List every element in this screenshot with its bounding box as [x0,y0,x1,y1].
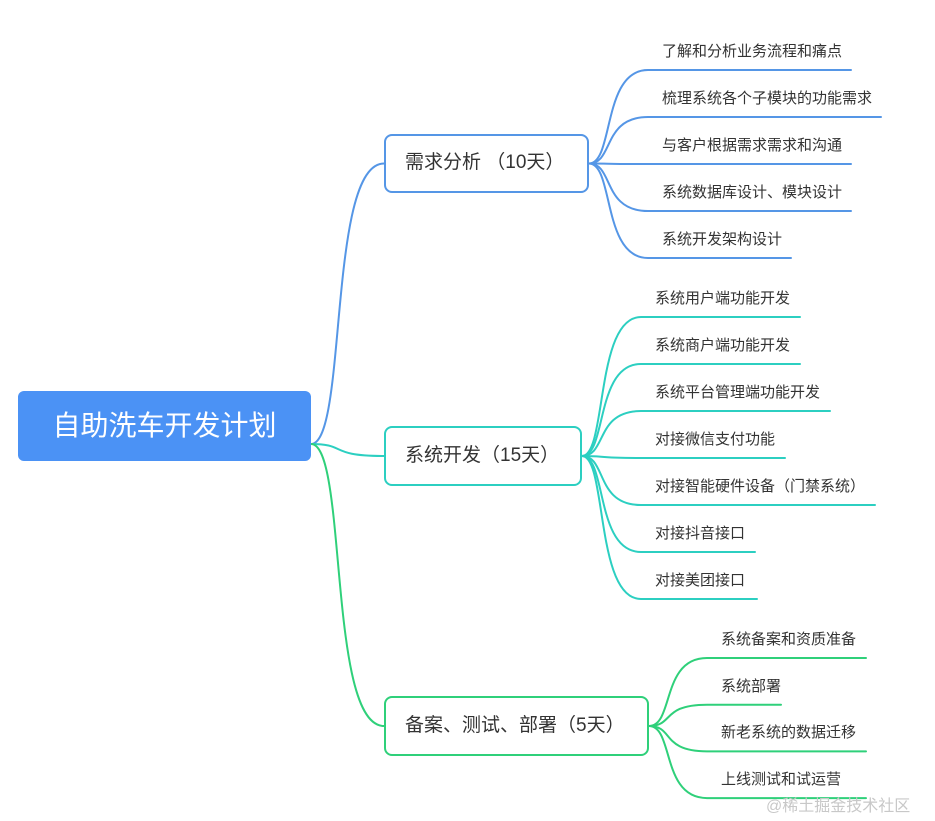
leaf-node[interactable]: 对接美团接口 [655,572,746,589]
leaf-node[interactable]: 梳理系统各个子模块的功能需求 [662,90,873,107]
branch-leaf-connector [648,703,782,727]
branch-node-development[interactable]: 系统开发（15天） [384,426,582,486]
branch-leaf-connector [588,162,852,212]
branch-leaf-connector [581,455,876,506]
branch-leaf-connector [581,316,801,457]
branch-node-requirements[interactable]: 需求分析 （10天） [384,134,589,193]
leaf-node[interactable]: 系统部署 [721,677,782,695]
branch-leaf-connector [588,162,792,259]
leaf-node[interactable]: 上线测试和试运营 [721,771,842,789]
branch-leaf-connector [648,725,867,800]
leaf-node[interactable]: 与客户根据需求需求和沟通 [662,137,843,154]
leaf-node[interactable]: 系统备案和资质准备 [721,631,857,648]
branch-leaf-connector [581,410,831,457]
leaf-node[interactable]: 系统用户端功能开发 [655,290,791,307]
branch-leaf-connector [581,363,801,457]
leaf-node[interactable]: 了解和分析业务流程和痛点 [662,43,843,60]
branch-node-deployment[interactable]: 备案、测试、部署（5天） [384,696,649,756]
leaf-node[interactable]: 对接抖音接口 [655,525,746,542]
leaf-node[interactable]: 系统平台管理端功能开发 [655,384,821,401]
branch-leaf-connector [588,162,852,165]
leaf-node[interactable]: 系统商户端功能开发 [655,337,791,354]
root-branch-connector [310,443,385,727]
watermark: @稀土掘金技术社区 [766,798,911,815]
branch-leaf-connector [648,657,867,727]
leaf-node[interactable]: 对接智能硬件设备（门禁系统） [655,478,866,495]
root-branch-connector [310,162,385,445]
branch-leaf-connector [648,725,867,753]
branch-leaf-connector [581,455,758,600]
branch-leaf-connector [588,116,882,165]
branch-leaf-connector [581,455,786,459]
leaf-node[interactable]: 系统数据库设计、模块设计 [662,184,843,201]
branch-leaf-connector [588,69,852,165]
leaf-node[interactable]: 新老系统的数据迁移 [721,724,857,742]
root-node[interactable]: 自助洗车开发计划 [18,391,311,461]
root-branch-connector [310,443,385,457]
leaf-node[interactable]: 对接微信支付功能 [655,431,776,448]
leaf-node[interactable]: 系统开发架构设计 [662,231,783,248]
